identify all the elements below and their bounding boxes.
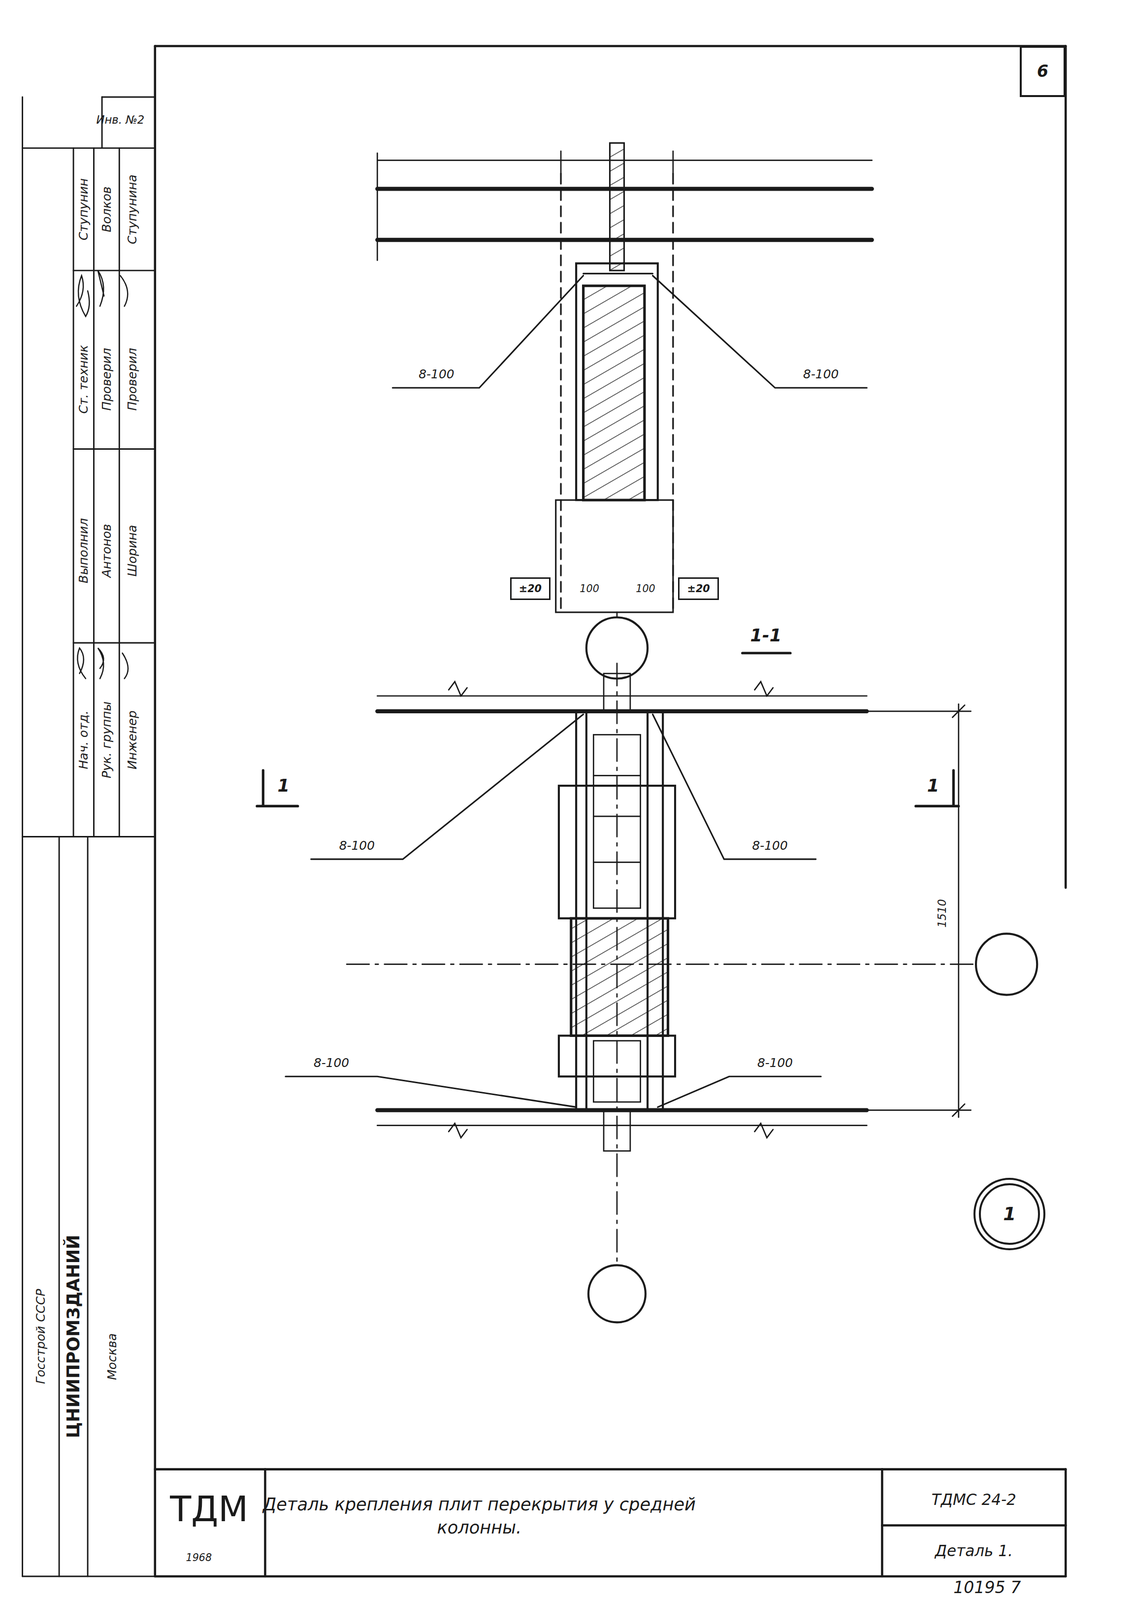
stamp-role: Проверил [100, 348, 114, 411]
stamp-role: Нач. отд. [76, 710, 91, 769]
sheet-number-box: 6 [1019, 45, 1066, 98]
stamp-role: Выполнил [76, 518, 91, 584]
tolerance-box: ±20 [678, 577, 719, 600]
dimension: 1510 [936, 898, 949, 928]
weld-mark: 8-100 [757, 1055, 793, 1070]
document-code: ТДМС 24-2 [931, 1490, 1017, 1508]
sheet-name: Деталь 1. [935, 1541, 1013, 1559]
dimension: 100 [579, 583, 600, 595]
stamp-role: Рук. группы [100, 700, 114, 778]
archive-number: 10195 7 [953, 1577, 1021, 1596]
box-text: 6 [1036, 63, 1049, 80]
section-mark: 1 [927, 775, 940, 795]
series-mark: ТДМ [169, 1490, 249, 1528]
stamp-name: Шорина [126, 524, 140, 577]
weld-mark: 8-100 [418, 367, 454, 381]
stamp-role: Проверил [126, 348, 140, 411]
detail-number-circle: 1 [978, 1182, 1040, 1244]
drawing-title: Деталь крепления плит перекрытия у средн… [255, 1491, 704, 1539]
stamp-role: Ст. техник [76, 345, 91, 414]
stamp-name: Волков [100, 186, 114, 232]
stamp-role: Инженер [126, 710, 140, 770]
organization: Госстрой СССР [33, 1288, 48, 1384]
stamp-name: Ступунин [76, 178, 91, 241]
year: 1968 [185, 1551, 212, 1563]
inventory-number: Инв. №2 [96, 114, 145, 127]
section-mark: 1 [277, 775, 290, 795]
organization: Москва [105, 1332, 119, 1380]
weld-mark: 8-100 [339, 838, 375, 852]
box-text: 1 [1003, 1204, 1016, 1223]
weld-mark: 8-100 [803, 367, 839, 381]
dimension: 100 [635, 583, 656, 595]
weld-mark: 8-100 [752, 838, 788, 852]
box-text: ±20 [687, 583, 711, 594]
tolerance-box: ±20 [510, 577, 551, 600]
section-label: 1-1 [750, 625, 782, 646]
organization: ЦНИИПРОМЗДАНИЙ [64, 1234, 84, 1438]
stamp-name: Ступунина [126, 174, 140, 244]
stamp-name: Антонов [100, 523, 114, 578]
box-text: ±20 [518, 583, 542, 594]
weld-mark: 8-100 [313, 1055, 350, 1070]
